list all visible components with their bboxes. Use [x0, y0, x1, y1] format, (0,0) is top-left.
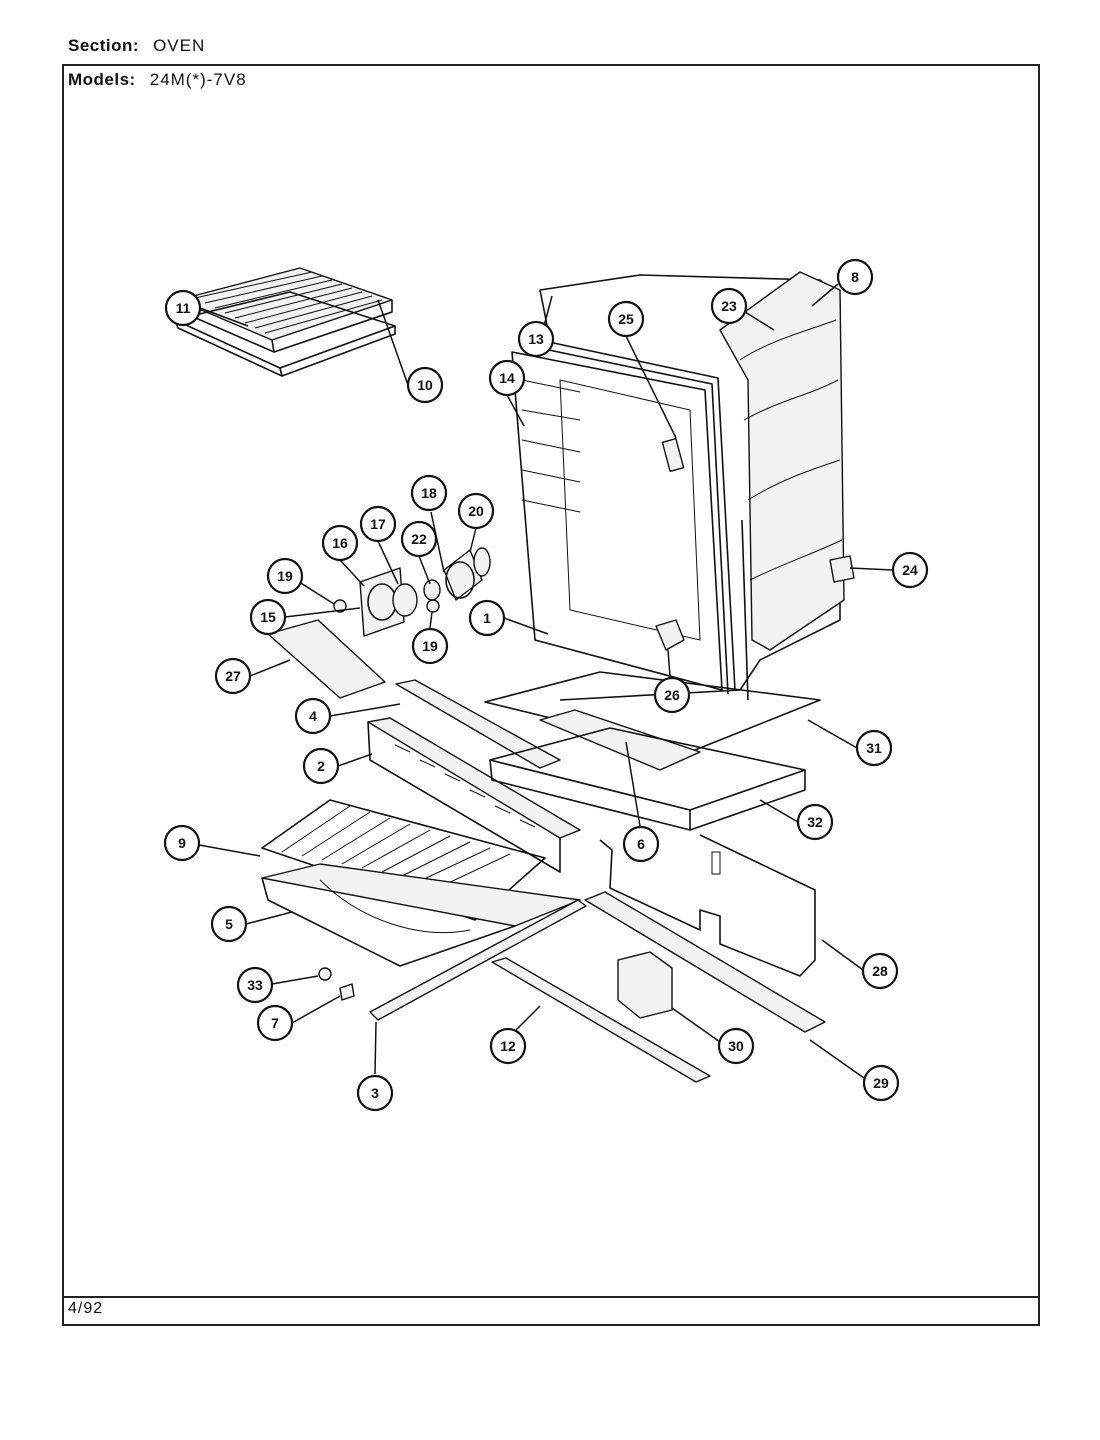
callout-31-label: 31: [866, 740, 882, 756]
callout-4-label: 4: [309, 708, 317, 724]
callout-30-label: 30: [728, 1038, 744, 1054]
block-30-drawing: [617, 951, 673, 1019]
callout-15-label: 15: [260, 609, 276, 625]
callout-6-label: 6: [637, 836, 645, 852]
callout-26-label: 26: [664, 687, 680, 703]
callout-24: 24: [891, 551, 929, 589]
drawer-5-drawing: [261, 863, 581, 967]
screw-33-drawing: [318, 967, 332, 981]
callout-7: 7: [256, 1004, 294, 1042]
callout-25-label: 25: [618, 311, 634, 327]
callout-19-lower-label: 19: [422, 638, 438, 654]
callout-26: 26: [653, 676, 691, 714]
callout-5-label: 5: [225, 916, 233, 932]
rail-3-drawing: [369, 899, 587, 1021]
callout-32-label: 32: [807, 814, 823, 830]
callout-2-label: 2: [317, 758, 325, 774]
models-value: 24M(*)-7V8: [149, 70, 247, 89]
callout-9-label: 9: [178, 835, 186, 851]
callout-31: 31: [855, 729, 893, 767]
callout-19-upper-label: 19: [277, 568, 293, 584]
section-line: Section: OVEN: [68, 36, 205, 56]
callout-17: 17: [359, 505, 397, 543]
callout-28-label: 28: [872, 963, 888, 979]
callout-19-upper: 19: [266, 557, 304, 595]
callout-18-label: 18: [421, 485, 437, 501]
callout-29-label: 29: [873, 1075, 889, 1091]
callout-9: 9: [163, 824, 201, 862]
callout-14: 14: [488, 359, 526, 397]
callout-25: 25: [607, 300, 645, 338]
callout-27-label: 27: [225, 668, 241, 684]
callout-10: 10: [406, 366, 444, 404]
broil-pan-drawing: [174, 267, 396, 377]
callout-33-label: 33: [247, 977, 263, 993]
vent-panel-2-drawing: [367, 717, 581, 873]
callout-3: 3: [356, 1074, 394, 1112]
callout-5: 5: [210, 905, 248, 943]
callout-8: 8: [836, 258, 874, 296]
clip-7-drawing: [339, 983, 355, 1001]
callout-18: 18: [410, 474, 448, 512]
rail-12-drawing: [491, 957, 711, 1083]
plate-27-drawing: [267, 619, 386, 699]
callout-32: 32: [796, 803, 834, 841]
section-value: OVEN: [153, 36, 206, 55]
back-panel-28-drawing: [599, 834, 816, 977]
callout-17-label: 17: [370, 516, 386, 532]
rail-29-drawing: [584, 891, 826, 1033]
callout-20-label: 20: [468, 503, 484, 519]
footer-date: 4/92: [68, 1300, 104, 1317]
section-label: Section:: [68, 36, 140, 55]
callout-1: 1: [468, 599, 506, 637]
callout-15: 15: [249, 598, 287, 636]
models-label: Models:: [68, 70, 136, 89]
footer-rule: [62, 1296, 1040, 1298]
callout-4: 4: [294, 697, 332, 735]
callout-19-lower: 19: [411, 627, 449, 665]
callout-33: 33: [236, 966, 274, 1004]
callout-29: 29: [862, 1064, 900, 1102]
callout-22-label: 22: [411, 531, 427, 547]
diagram-frame: [62, 64, 1040, 1326]
callout-20: 20: [457, 492, 495, 530]
callout-3-label: 3: [371, 1085, 379, 1101]
callout-30: 30: [717, 1027, 755, 1065]
callout-13: 13: [517, 320, 555, 358]
callout-23: 23: [710, 287, 748, 325]
callout-16-label: 16: [332, 535, 348, 551]
bottom-plates-drawing: [484, 671, 821, 831]
callout-11-label: 11: [176, 300, 191, 316]
callout-10-label: 10: [417, 377, 433, 393]
callout-24-label: 24: [902, 562, 918, 578]
callout-7-label: 7: [271, 1015, 279, 1031]
callout-12-label: 12: [500, 1038, 516, 1054]
trim-4-drawing: [395, 679, 561, 769]
callout-27: 27: [214, 657, 252, 695]
callout-1-label: 1: [483, 610, 491, 626]
light-assembly-drawing: [333, 547, 491, 637]
callout-11: 11: [164, 289, 202, 327]
callout-22: 22: [400, 520, 438, 558]
callout-28: 28: [861, 952, 899, 990]
oven-cavity-drawing: [511, 271, 855, 701]
callout-2: 2: [302, 747, 340, 785]
callout-6: 6: [622, 825, 660, 863]
callout-12: 12: [489, 1027, 527, 1065]
callout-14-label: 14: [499, 370, 515, 386]
callout-13-label: 13: [528, 331, 544, 347]
callout-16: 16: [321, 524, 359, 562]
callout-23-label: 23: [721, 298, 737, 314]
models-line: Models: 24M(*)-7V8: [68, 70, 247, 90]
callout-8-label: 8: [851, 269, 859, 285]
